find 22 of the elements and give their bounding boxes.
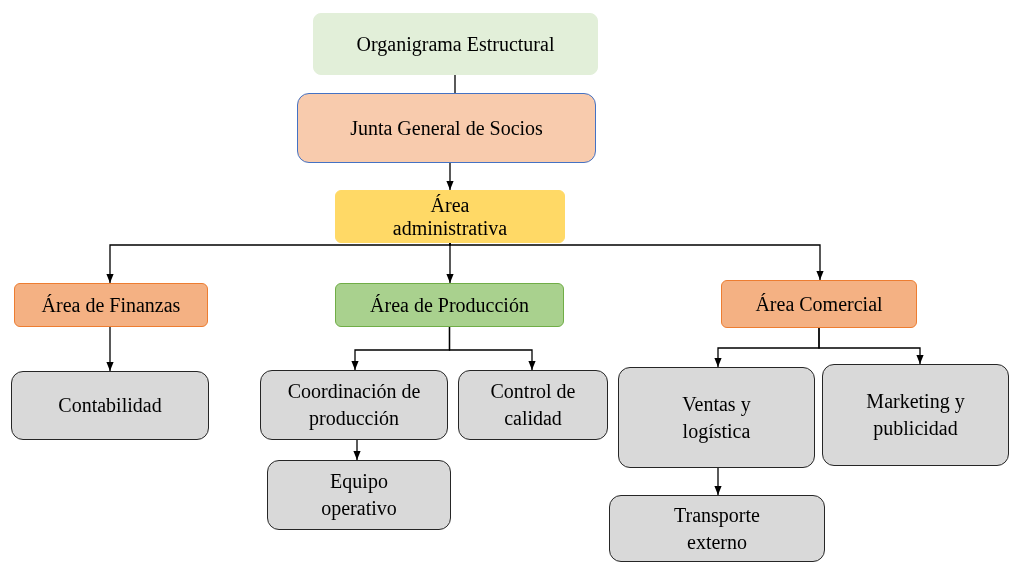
arrow	[818, 327, 924, 365]
arrow	[714, 467, 722, 496]
arrow	[106, 326, 114, 372]
unit-box: Contabilidad	[11, 371, 209, 440]
arrow	[106, 242, 451, 284]
department-box: Área de Finanzas	[14, 283, 208, 327]
department-box: Área de Producción	[335, 283, 564, 327]
arrow	[449, 242, 824, 281]
title-box: Organigrama Estructural	[313, 13, 598, 75]
department-box: Área Comercial	[721, 280, 917, 328]
arrow	[446, 162, 454, 191]
unit-box: Transporte externo	[609, 495, 825, 562]
unit-box: Coordinación de producción	[260, 370, 448, 440]
department-box: Área administrativa	[335, 190, 565, 243]
connector-line	[454, 74, 456, 94]
unit-box: Equipo operativo	[267, 460, 451, 530]
board-box: Junta General de Socios	[297, 93, 596, 163]
arrow	[448, 326, 536, 371]
unit-box: Control de calidad	[458, 370, 608, 440]
unit-box: Ventas y logística	[618, 367, 815, 468]
unit-box: Marketing y publicidad	[822, 364, 1009, 466]
arrow	[353, 439, 361, 461]
